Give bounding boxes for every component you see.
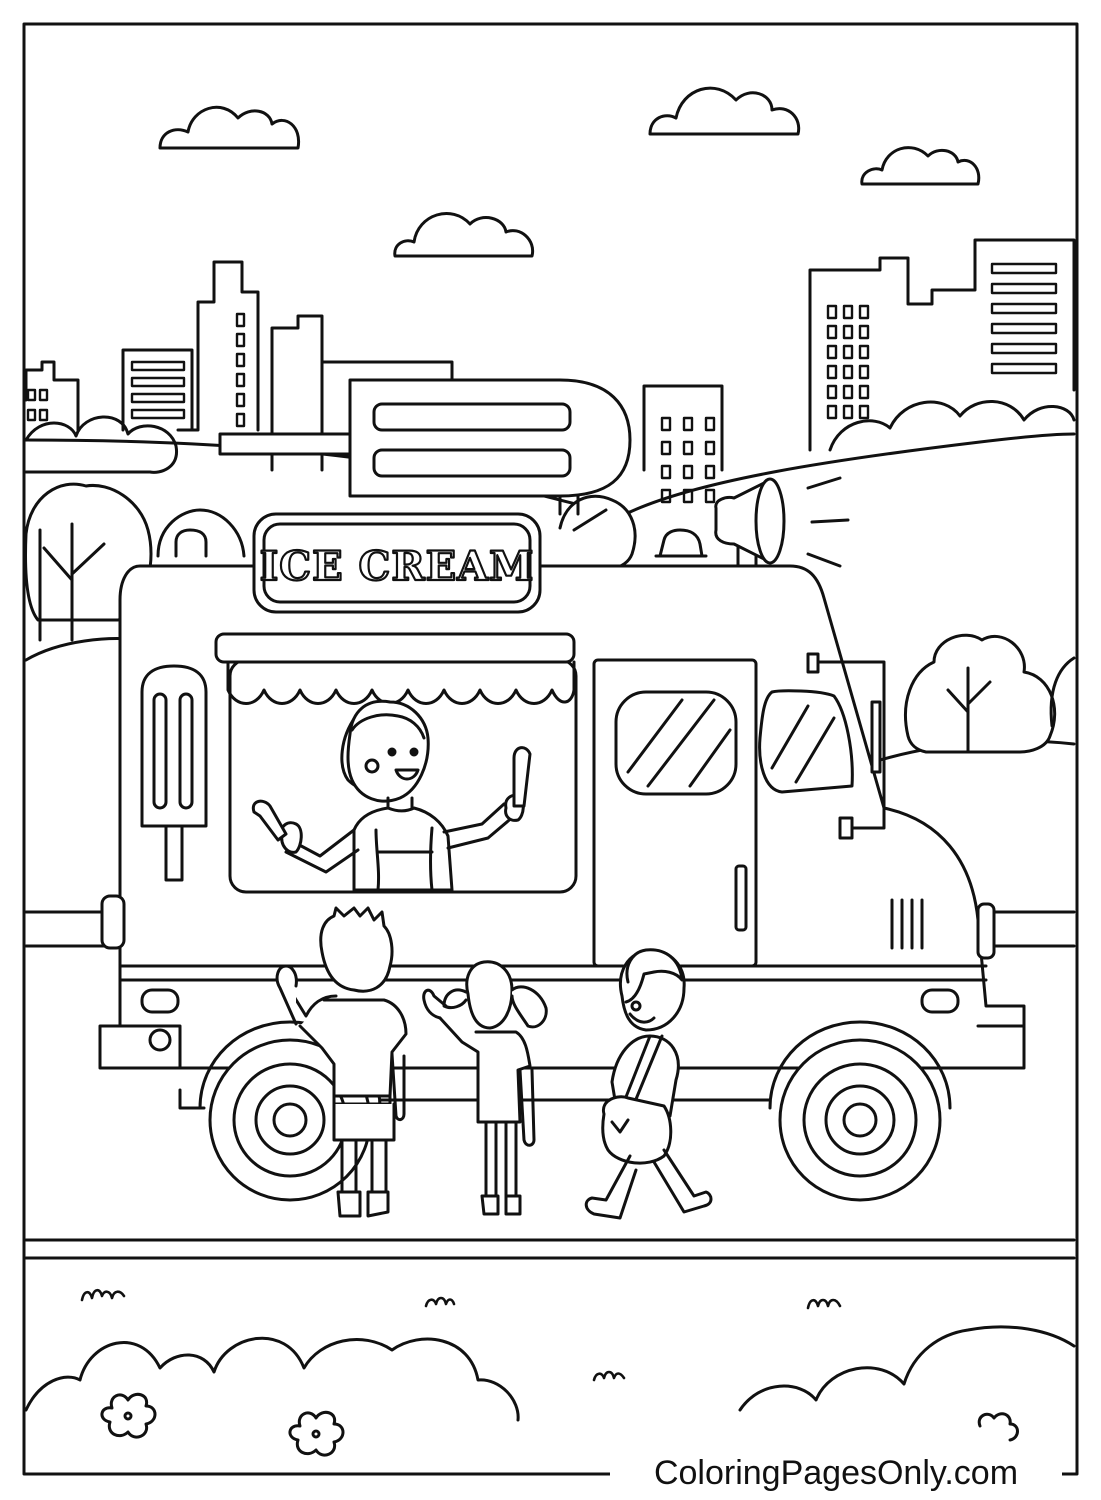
clouds xyxy=(158,86,981,258)
foreground-bushes xyxy=(24,1325,1076,1422)
truck-door xyxy=(592,652,886,968)
rear-wheel xyxy=(768,1020,952,1202)
ice-cream-sign: ICE CREAM xyxy=(252,512,542,614)
watermark: ColoringPagesOnly.com xyxy=(610,1452,1062,1492)
roof-light-right xyxy=(654,528,708,558)
grass-tufts xyxy=(80,1288,842,1382)
tree-left xyxy=(24,482,153,642)
city-skyline xyxy=(24,238,1076,472)
background-bushes xyxy=(24,400,1076,474)
boy-waving xyxy=(275,906,408,1218)
roof-popsicle-sign xyxy=(218,378,632,516)
building-windows xyxy=(26,262,1058,504)
girl-with-pigtails xyxy=(422,960,548,1216)
flowers xyxy=(100,1392,1019,1457)
watermark-text: ColoringPagesOnly.com xyxy=(654,1454,1018,1492)
child-walking-with-bag xyxy=(584,948,713,1220)
loudspeaker xyxy=(714,476,850,578)
popsicle-decal xyxy=(140,664,208,882)
sign-text: ICE CREAM xyxy=(260,543,535,590)
ice-cream-vendor xyxy=(251,699,532,892)
tree-right xyxy=(904,633,1076,754)
road xyxy=(24,1238,1076,1260)
window-awning xyxy=(226,660,576,705)
roof-light-left xyxy=(156,508,246,558)
